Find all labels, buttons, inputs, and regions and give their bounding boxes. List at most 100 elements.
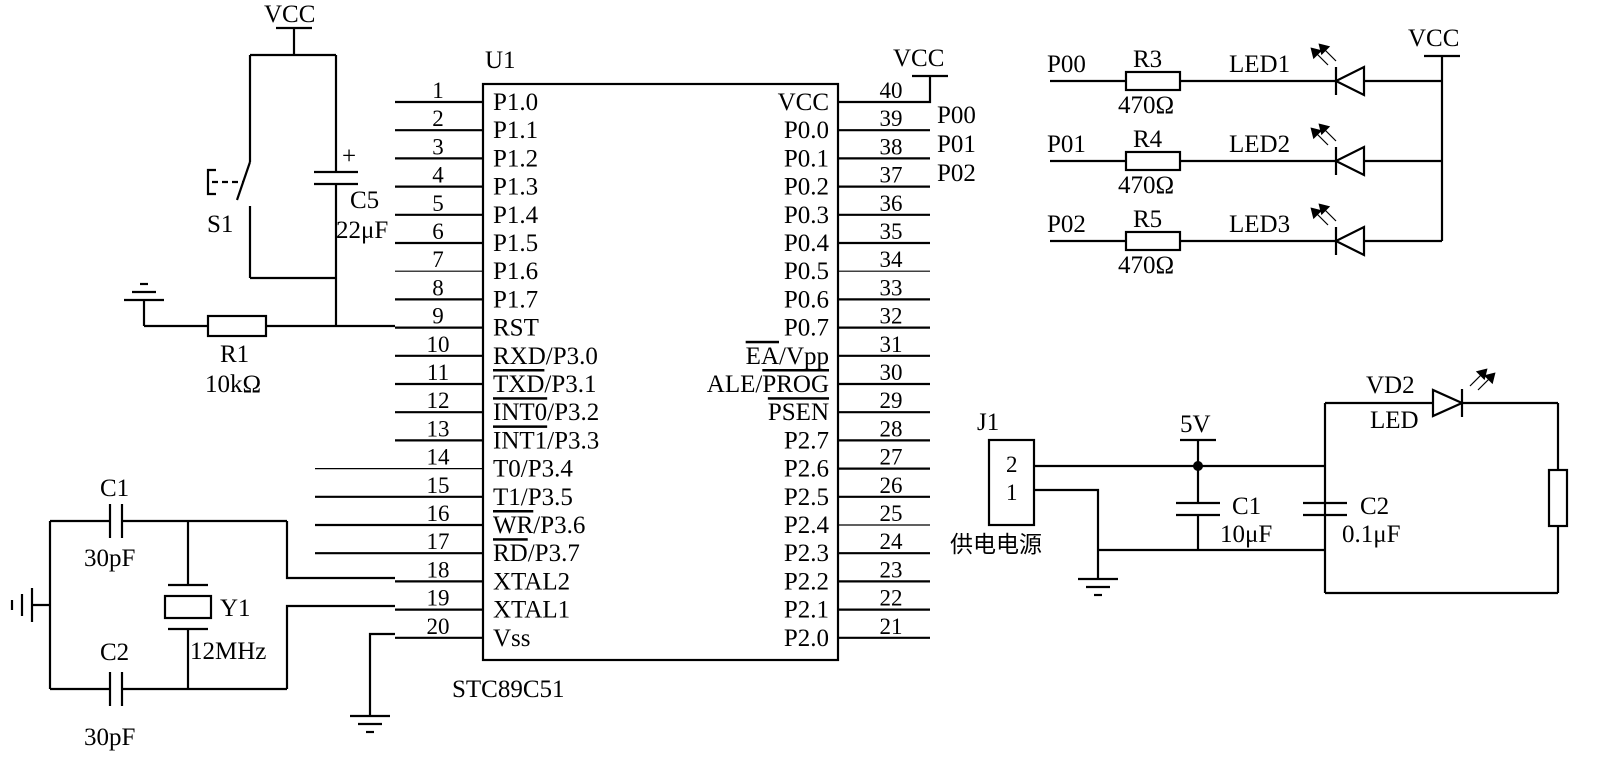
pin-name: P2.3: [784, 540, 829, 567]
pin-number: 11: [427, 360, 449, 385]
led-row-resistor: [1124, 150, 1182, 172]
xc1-ref: C1: [100, 475, 129, 502]
pin-name: P2.4: [784, 512, 830, 539]
c5-plus: +: [342, 143, 356, 170]
led-row-res-ref: R4: [1133, 126, 1163, 153]
rail-5v-label: 5V: [1180, 411, 1211, 438]
port-label-p01: P01: [937, 131, 976, 158]
pin-name: P1.1: [493, 117, 538, 144]
j1-body: [987, 438, 1036, 527]
pin-number: 31: [880, 332, 903, 357]
mcu-part: STC89C51: [452, 676, 565, 703]
led-row-arrow: [1318, 203, 1331, 216]
pin-number: 3: [432, 134, 444, 159]
pin-number: 40: [880, 78, 903, 103]
pin-name: P1.7: [493, 286, 538, 313]
crystal-circuit: C1 30pF C2 30pF Y1 12MHz: [10, 475, 395, 751]
pin-name: P0.3: [784, 202, 829, 229]
pin-number: 15: [427, 473, 450, 498]
pin-number: 28: [880, 416, 903, 441]
r1-body: [206, 314, 268, 338]
led-row-port: P00: [1047, 51, 1086, 78]
xc2-value: 30pF: [84, 724, 135, 751]
pin-number: 17: [427, 529, 450, 554]
pin-number: 9: [432, 304, 444, 329]
pin-name: P1.2: [493, 145, 538, 172]
j1-ref: J1: [977, 409, 999, 436]
pin-number: 14: [427, 445, 451, 470]
mcu-body: [481, 82, 840, 662]
pin-name: P2.0: [784, 625, 829, 652]
led-row-arrow: [1318, 123, 1331, 136]
xtal1-wire: [285, 604, 395, 689]
led-row-arrow: [1310, 207, 1323, 220]
j1-caption: 供电电源: [950, 532, 1042, 558]
vcc-pin40-wire: [838, 76, 932, 104]
led-row-label: LED1: [1229, 51, 1290, 78]
led-vcc-label: VCC: [1408, 25, 1459, 52]
pin-name: T1/P3.5: [493, 484, 573, 511]
pin-name: P1.6: [493, 258, 538, 285]
j1-pin1-label: 1: [1006, 480, 1018, 505]
s1-button: [206, 168, 216, 196]
pin-name: P2.1: [784, 597, 829, 624]
pin-number: 35: [880, 219, 903, 244]
pin-name: P0.1: [784, 145, 829, 172]
pin-name: P0.7: [784, 315, 829, 342]
pin-name: Vss: [493, 625, 531, 652]
led-row-res-ref: R3: [1133, 46, 1162, 73]
pin-number: 27: [880, 445, 903, 470]
pin-number: 34: [880, 247, 904, 272]
port-label-p00: P00: [937, 102, 976, 129]
led-row-resistor: [1124, 70, 1182, 92]
vd2-type: LED: [1370, 407, 1419, 434]
reset-circuit: VCC S1 + C5 22μF R1 10kΩ: [124, 1, 395, 398]
vd2-triangle: [1431, 388, 1465, 418]
led-row-triangle: [1333, 225, 1366, 257]
vcc-pin40-label: VCC: [893, 45, 944, 72]
led-row-label: LED3: [1229, 211, 1290, 238]
pin-name: P0.5: [784, 258, 829, 285]
pin-name: P0.4: [784, 230, 830, 257]
pin-name: INT1/P3.3: [493, 427, 599, 454]
pin-number: 6: [432, 219, 444, 244]
vd2-arrow1: [1475, 368, 1488, 381]
pin-number: 7: [432, 247, 444, 272]
pin-number: 1: [432, 78, 444, 103]
pin-name: P2.2: [784, 568, 829, 595]
led-row-arrow: [1310, 127, 1323, 140]
pin-name: RST: [493, 315, 539, 342]
s1-label: S1: [207, 211, 233, 238]
pin-name: RXD/P3.0: [493, 343, 598, 370]
pin-number: 19: [427, 586, 450, 611]
led-row-port: P01: [1047, 131, 1086, 158]
vd2-arrow2: [1483, 372, 1496, 385]
pin-number: 30: [880, 360, 903, 385]
c5-ref: C5: [350, 187, 379, 214]
y1-ref: Y1: [220, 595, 251, 622]
pin-name: P2.7: [784, 427, 829, 454]
pin-name: XTAL1: [493, 597, 570, 624]
pin-name: RD/P3.7: [493, 540, 580, 567]
led-row-res-ref: R5: [1133, 206, 1162, 233]
pin-name: VCC: [778, 89, 829, 116]
pin-number: 32: [880, 304, 903, 329]
pin-name: P0.6: [784, 286, 829, 313]
pin-name: PSEN: [768, 399, 829, 426]
r1-value: 10kΩ: [205, 371, 261, 398]
pin-name: P0.2: [784, 174, 829, 201]
led-row-arrow: [1318, 43, 1331, 56]
pin-number: 38: [880, 134, 903, 159]
pin-number: 16: [427, 501, 450, 526]
mcu-right-pins: 40VCC39P0.038P0.137P0.236P0.335P0.434P0.…: [707, 78, 930, 652]
pin-number: 13: [427, 416, 450, 441]
led-row-label: LED2: [1229, 131, 1290, 158]
led-row-triangle: [1333, 145, 1366, 177]
pin-name: P1.5: [493, 230, 538, 257]
pin-number: 21: [880, 614, 903, 639]
pin-name: T0/P3.4: [493, 456, 573, 483]
